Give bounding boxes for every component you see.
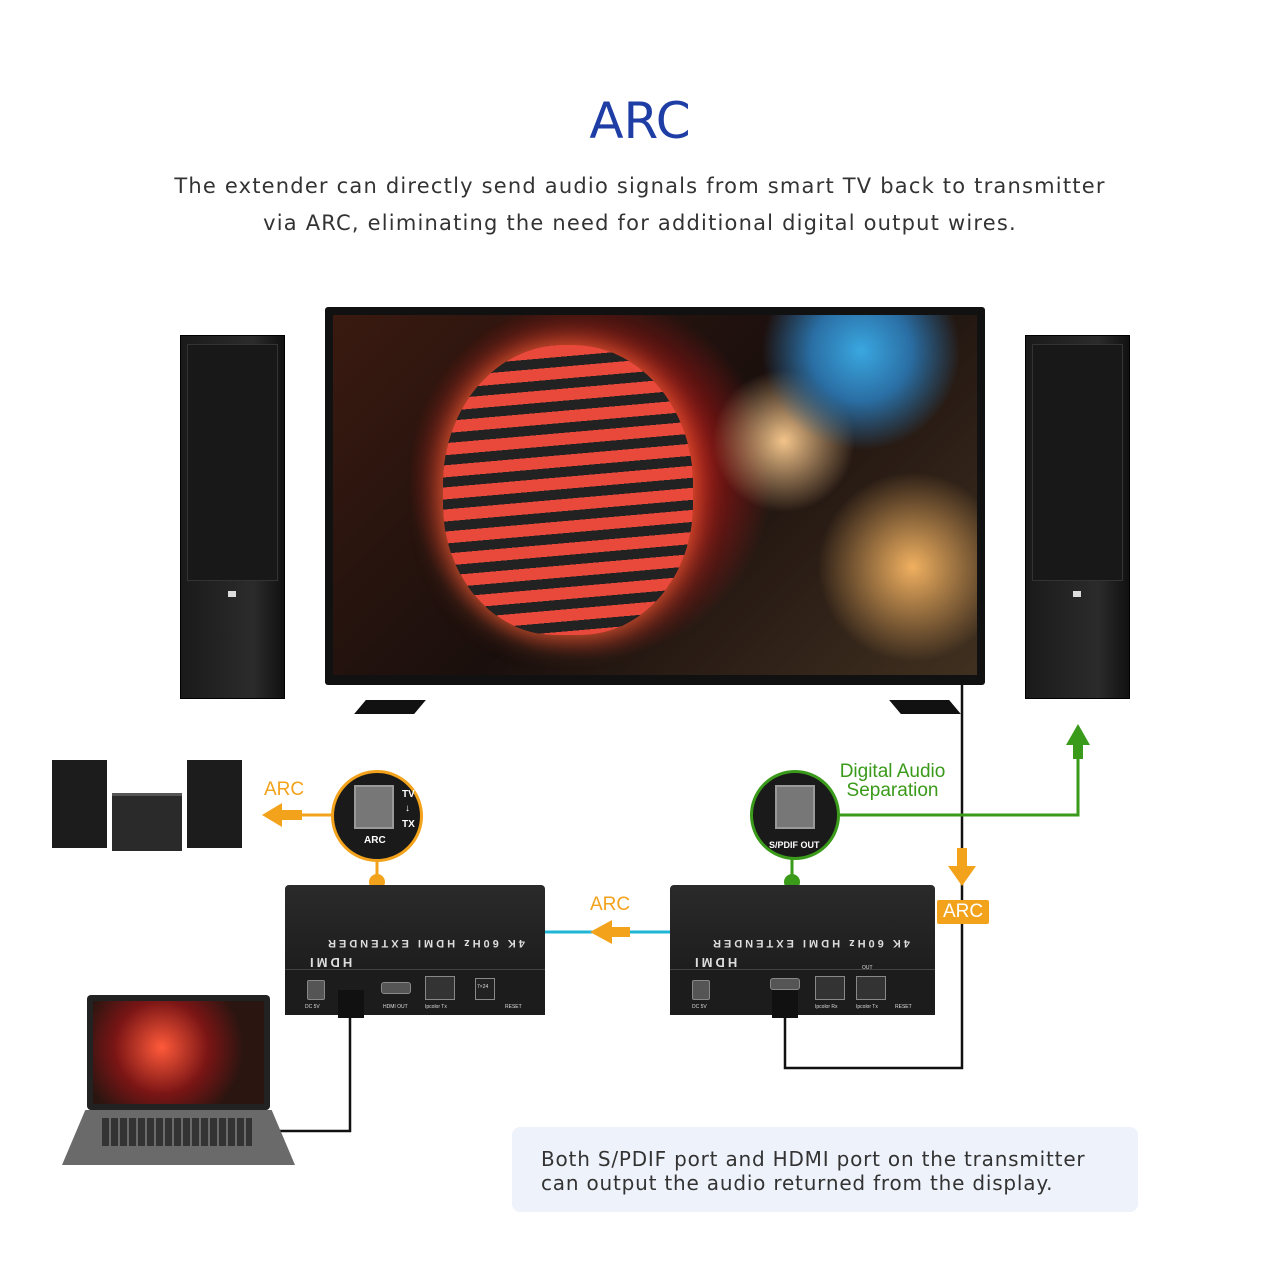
callout-tv-label: TV [402, 789, 415, 800]
floor-speaker-left [180, 335, 285, 699]
orange-arrow-down-shaft [957, 848, 967, 868]
arc-label-left: ARC [264, 779, 305, 800]
digital-audio-line-1: Digital Audio [839, 761, 946, 782]
green-audio-line [835, 745, 1080, 817]
port-label-reset: RESET [505, 1004, 522, 1010]
laptop-screen [87, 995, 270, 1110]
receiver-box: 4K 60Hz HDMI EXTENDER HDMI OUT DC 5V Ipc… [670, 885, 935, 1015]
transmitter-model: 4K 60Hz HDMI EXTENDER [325, 937, 525, 949]
receiver-brand: HDMI [692, 955, 738, 970]
green-arrow-icon [1066, 724, 1090, 745]
floor-speaker-right [1025, 335, 1130, 699]
note-line-2: can output the audio returned from the d… [541, 1171, 1054, 1195]
callout-spdif-label: S/PDIF OUT [769, 840, 820, 850]
out-label: OUT [862, 965, 873, 971]
port-label-dc: DC 5V [692, 1004, 707, 1010]
port-label-reset: RESET [895, 1004, 912, 1010]
tv-stand-left [354, 700, 426, 714]
orange-arrow-down-icon [948, 866, 976, 886]
subtitle-line-2: via ARC, eliminating the need for additi… [263, 211, 1017, 235]
orange-arrow-left-icon-2 [262, 803, 282, 827]
port-label-7x24: 7×24 [477, 984, 489, 990]
subtitle-line-1: The extender can directly send audio sig… [174, 174, 1106, 198]
hdmi-plug [772, 990, 798, 1018]
port-label-ipcolor-tx: Ipcolor Tx [856, 1004, 878, 1010]
tv-stand-right [889, 700, 961, 714]
port-label-dc: DC 5V [305, 1004, 320, 1010]
arc-port-callout: ARC TV ↓ TX [331, 770, 423, 862]
port-label-ipcolor-rx: Ipcolor Rx [815, 1004, 838, 1010]
receiver-model: 4K 60Hz HDMI EXTENDER [710, 937, 910, 949]
microphone-image [443, 345, 693, 635]
optical-port-icon [354, 785, 394, 829]
laptop-keyboard [62, 1110, 295, 1165]
mini-stereo-system [52, 760, 242, 851]
callout-arc-label: ARC [364, 835, 386, 846]
callout-arrow-icon: ↓ [405, 803, 410, 814]
arc-label-middle: ARC [590, 894, 631, 915]
transmitter-brand: HDMI [307, 955, 353, 970]
port-label-ipcolor-tx: Ipcolor Tx [425, 1004, 447, 1010]
television [325, 307, 985, 685]
hdmi-plug [338, 990, 364, 1018]
arc-badge: ARC [937, 900, 989, 924]
spdif-port-callout: S/PDIF OUT [750, 770, 840, 860]
port-label-hdmi-out: HDMI OUT [383, 1004, 408, 1010]
digital-audio-separation-label: Digital Audio Separation [820, 762, 965, 800]
tv-screen-image [333, 315, 977, 675]
laptop-cable [275, 1015, 352, 1133]
transmitter-box: 4K 60Hz HDMI EXTENDER HDMI DC 5V HDMI OU… [285, 885, 545, 1015]
note-line-1: Both S/PDIF port and HDMI port on the tr… [541, 1147, 1086, 1171]
page-title: ARC [589, 92, 691, 150]
note-box: Both S/PDIF port and HDMI port on the tr… [512, 1127, 1138, 1212]
callout-tx-label: TX [402, 819, 415, 830]
digital-audio-line-2: Separation [846, 780, 939, 801]
orange-arrow-left-icon [590, 920, 612, 944]
optical-port-icon [775, 785, 815, 829]
